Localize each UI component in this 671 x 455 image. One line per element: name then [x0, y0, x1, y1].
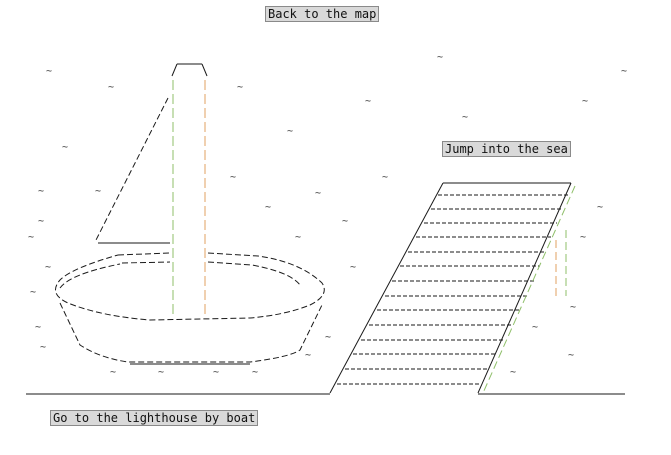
wave-glyph: ~ — [213, 367, 219, 378]
wave-glyph: ~ — [582, 96, 588, 107]
wave-glyph: ~ — [35, 322, 41, 333]
wave-glyph: ~ — [62, 142, 68, 153]
wave-glyph: ~ — [287, 126, 293, 137]
wave-glyph: ~ — [597, 202, 603, 213]
wave-glyph: ~ — [621, 66, 627, 77]
wave-glyph: ~ — [110, 367, 116, 378]
wave-glyph: ~ — [40, 342, 46, 353]
wave-glyph: ~ — [510, 367, 516, 378]
wave-glyph: ~ — [95, 186, 101, 197]
wave-glyph: ~ — [580, 232, 586, 243]
wave-glyph: ~ — [382, 172, 388, 183]
wave-glyph: ~ — [28, 232, 34, 243]
back-to-map-button[interactable]: Back to the map — [265, 6, 380, 22]
wave-glyph: ~ — [38, 186, 44, 197]
wave-glyph: ~ — [108, 82, 114, 93]
wave-glyph: ~ — [342, 216, 348, 227]
wave-glyph: ~ — [350, 262, 356, 273]
sailboat-illustration — [55, 63, 325, 365]
lighthouse-by-boat-button[interactable]: Go to the lighthouse by boat — [50, 410, 259, 426]
wave-glyph: ~ — [252, 367, 258, 378]
wave-glyph: ~ — [325, 332, 331, 343]
wave-glyph: ~ — [305, 350, 311, 361]
wave-glyph: ~ — [532, 322, 538, 333]
wave-glyph: ~ — [230, 172, 236, 183]
wooden-pier-illustration — [329, 182, 576, 394]
wave-glyph: ~ — [38, 216, 44, 227]
wave-glyph: ~ — [437, 52, 443, 63]
wave-glyph: ~ — [295, 232, 301, 243]
jump-into-sea-button[interactable]: Jump into the sea — [442, 141, 571, 157]
wave-glyph: ~ — [265, 202, 271, 213]
wave-glyph: ~ — [365, 96, 371, 107]
wave-glyph: ~ — [46, 66, 52, 77]
wave-glyph: ~ — [30, 287, 36, 298]
wave-glyph: ~ — [568, 350, 574, 361]
wave-glyph: ~ — [570, 302, 576, 313]
wave-glyph: ~ — [158, 367, 164, 378]
wave-glyph: ~ — [462, 112, 468, 123]
wave-glyph: ~ — [237, 82, 243, 93]
wave-glyph: ~ — [45, 262, 51, 273]
sea-waves: ~ ~ ~ ~ ~ ~ ~ ~ ~ ~ ~ ~ ~ ~ ~ ~ ~ ~ ~ ~ ~ ~ ~ ~ ~ ~ ~ ~ ~ ~ ~ ~ ~ ~ ~ ~ ~ — [28, 52, 627, 378]
wave-glyph: ~ — [315, 188, 321, 199]
